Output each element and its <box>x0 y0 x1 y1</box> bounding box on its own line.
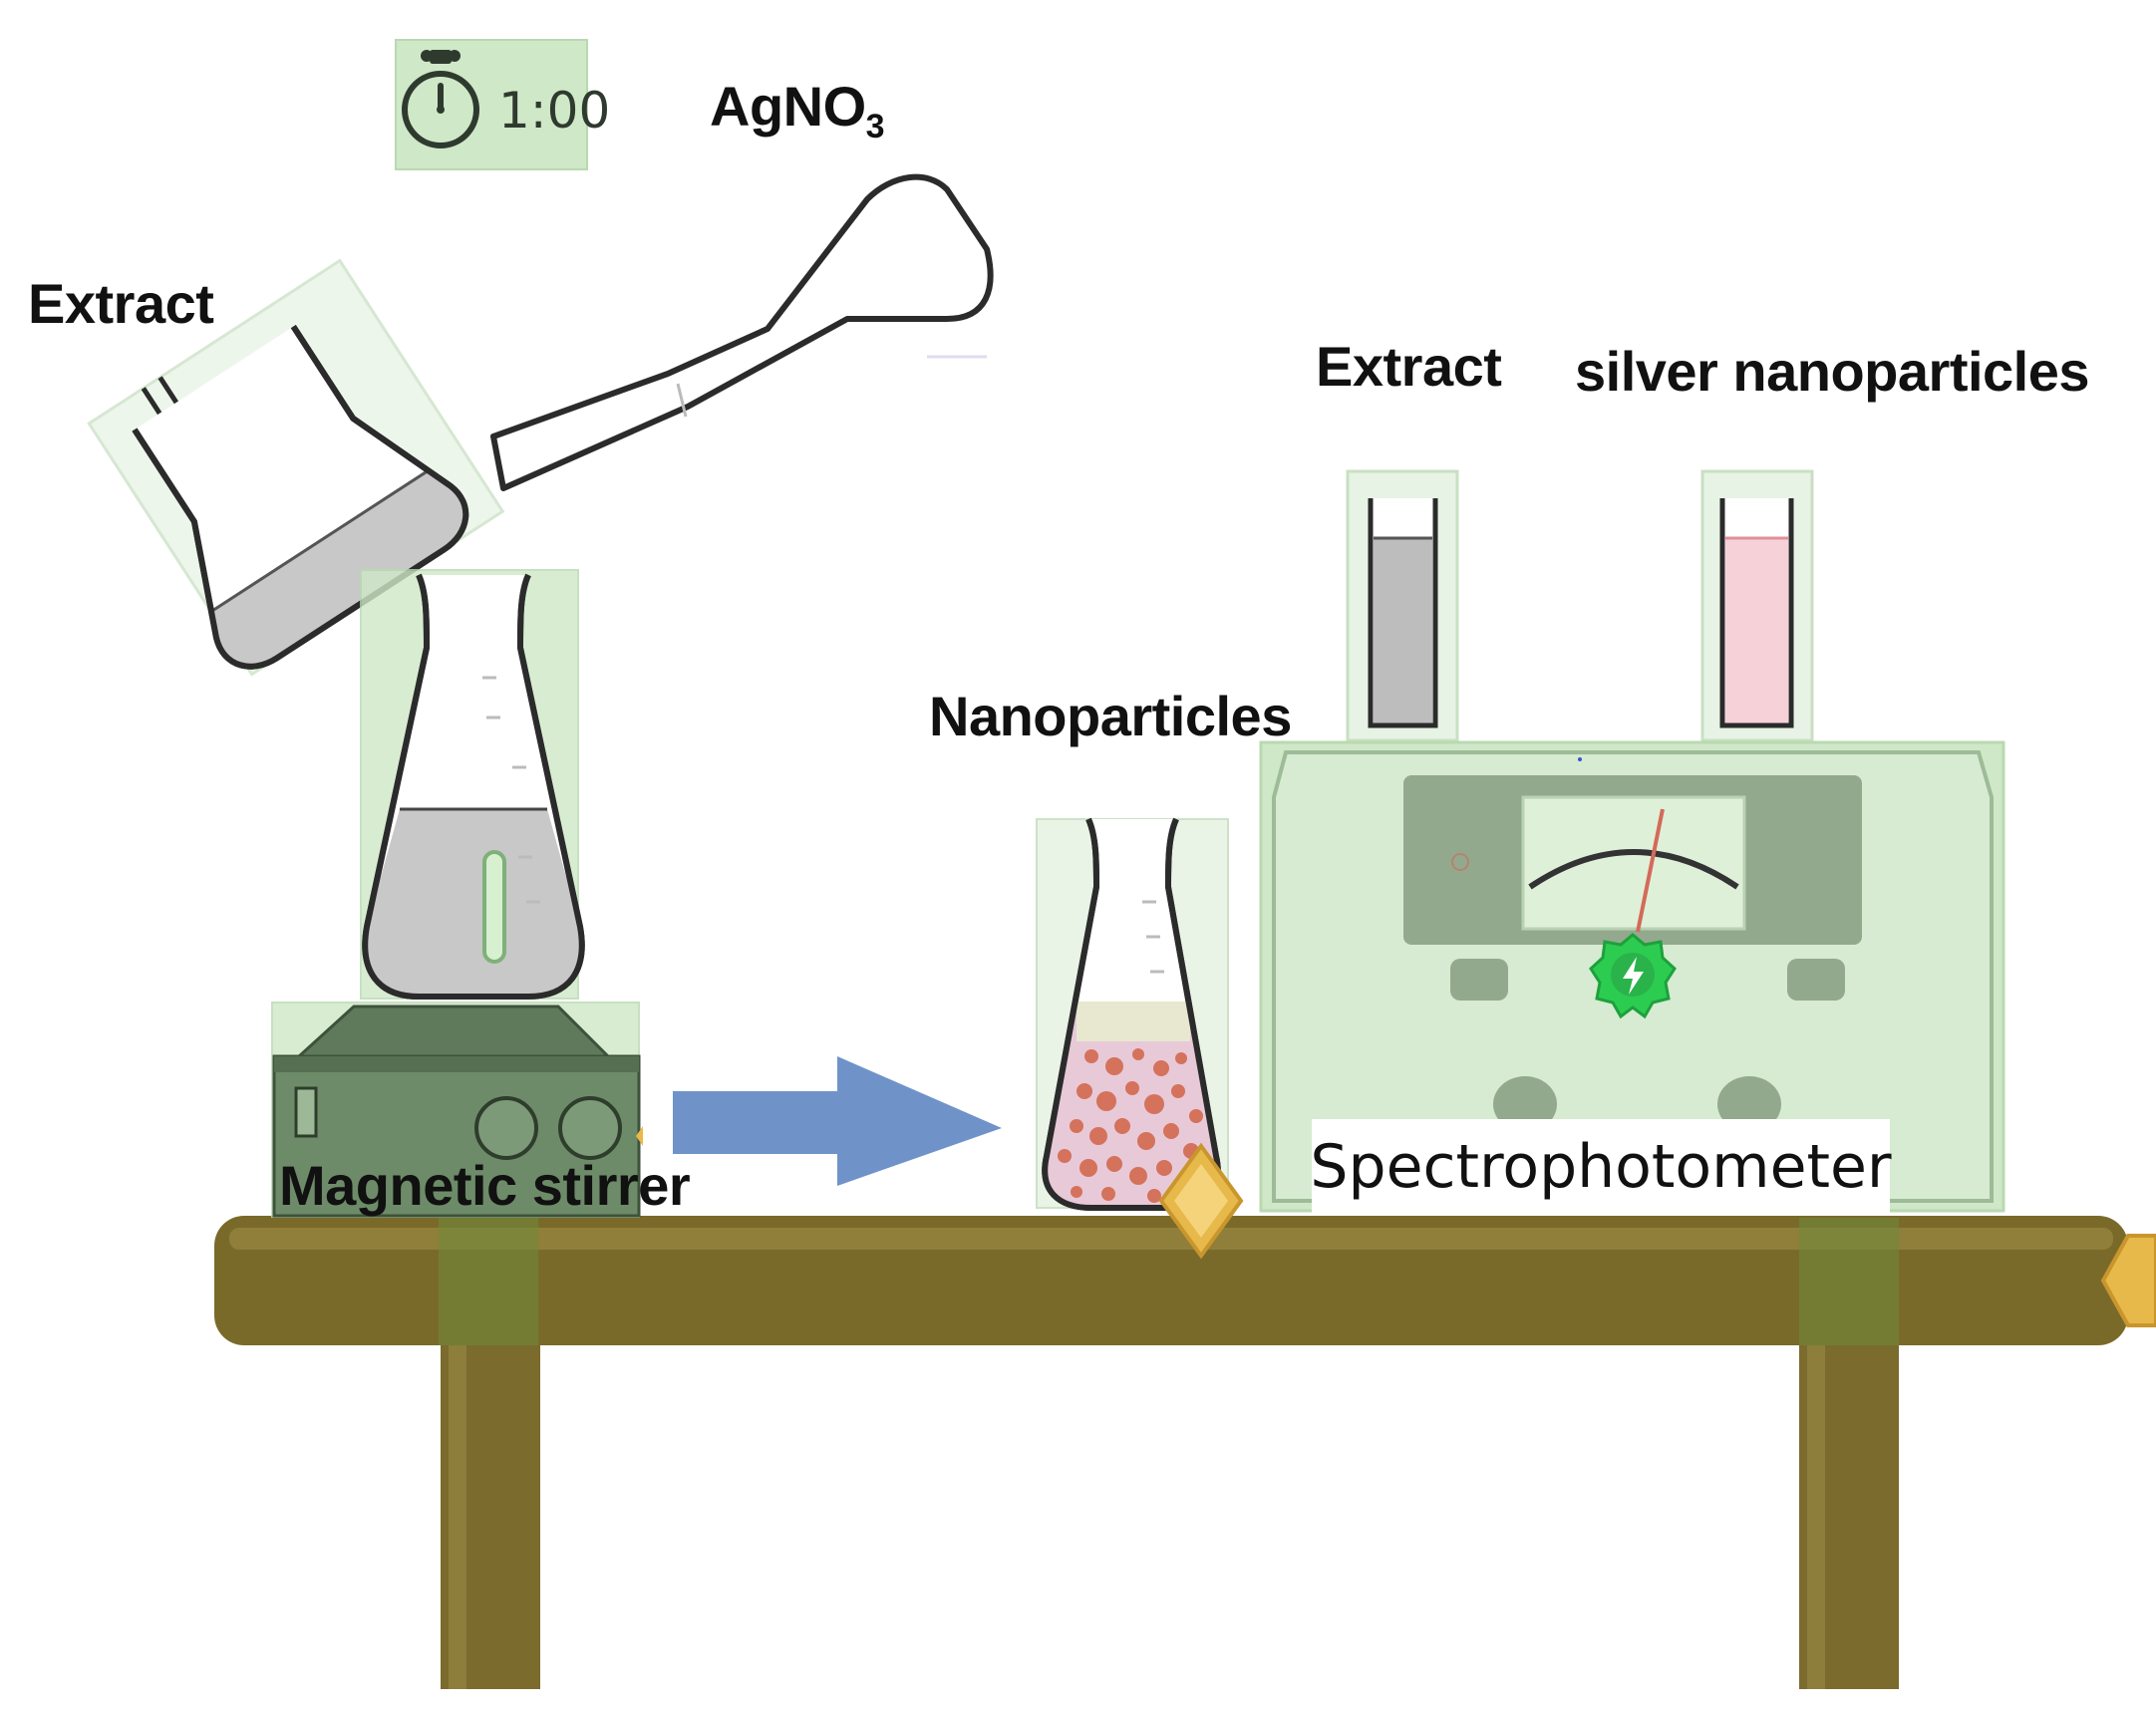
stirrer-switch <box>294 1086 318 1138</box>
spectro-button-left <box>1450 959 1508 1001</box>
stopwatch-icon <box>402 50 479 148</box>
extract-flask-label: Extract <box>28 272 214 335</box>
nanoparticle-flask <box>1036 817 1244 1260</box>
stirring-flask <box>360 569 585 1000</box>
silver-nanoparticle-cuvette <box>1700 469 1814 742</box>
nanoparticles-label: Nanoparticles <box>929 685 1292 747</box>
stirrer-knob-1 <box>474 1096 538 1160</box>
extract-cuvette <box>1346 469 1459 742</box>
timer-widget[interactable]: 1:00 <box>395 39 610 170</box>
spectro-button-right <box>1787 959 1845 1001</box>
extract-cuvette-label: Extract <box>1316 335 1502 398</box>
spectrophotometer-label: Spectrophotometer <box>1310 1119 1892 1215</box>
stir-bar <box>482 850 506 964</box>
lightning-bolt-icon[interactable] <box>1589 933 1677 1019</box>
magnetic-stirrer <box>271 1002 643 1218</box>
magnetic-stirrer-label: Magnetic stirrer <box>279 1154 691 1217</box>
stirrer-knob-2 <box>558 1096 622 1160</box>
meter-needle <box>1636 808 1665 933</box>
timer-value: 1:00 <box>498 82 610 140</box>
silver-nanoparticles-label: silver nanoparticles <box>1575 340 2090 403</box>
agno3-flask <box>490 173 994 491</box>
diamond-handle-icon[interactable] <box>2100 1234 2156 1327</box>
agno3-label: AgNO3 <box>710 74 885 146</box>
right-arrow-icon <box>673 1056 1002 1186</box>
agno3-subscript: 3 <box>865 108 885 146</box>
lab-bench <box>214 1216 2128 1689</box>
spectro-meter-window <box>1521 795 1746 931</box>
agno3-text: AgNO <box>710 75 866 138</box>
